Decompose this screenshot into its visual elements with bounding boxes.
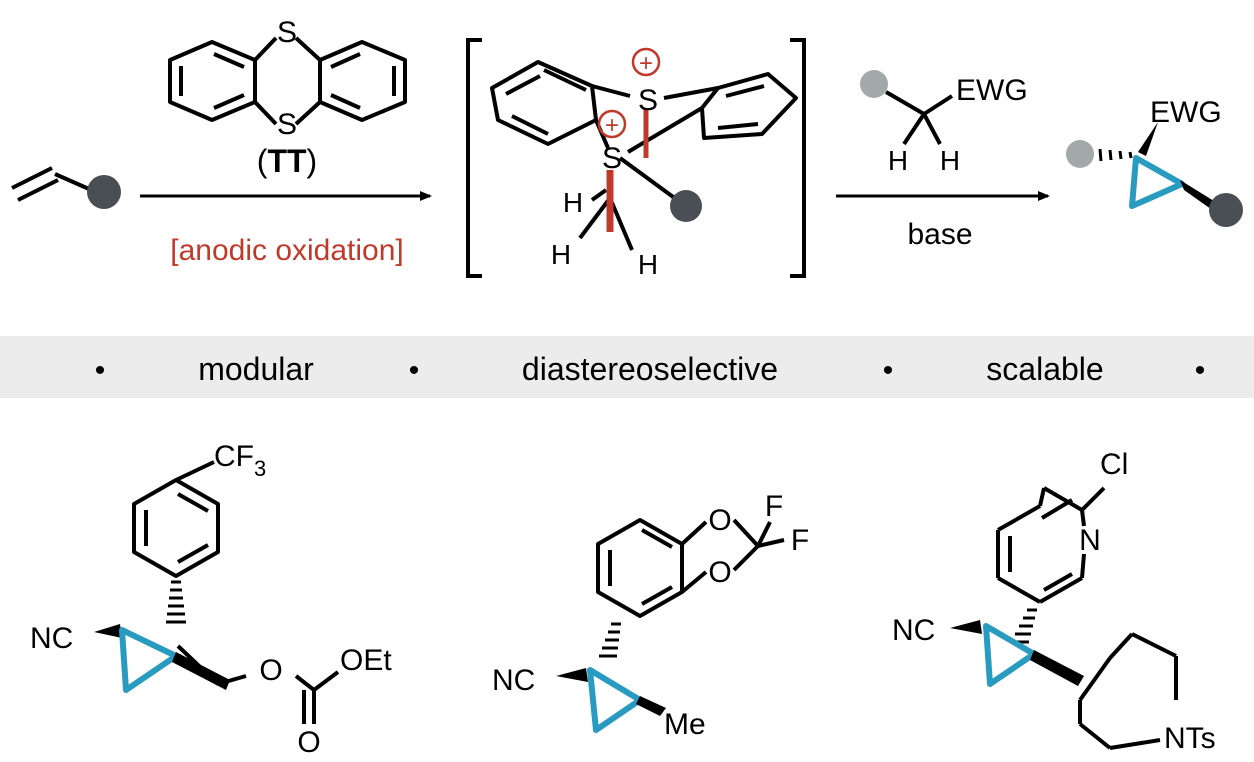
example-3-ring (983, 623, 1037, 687)
banner-bullet-1: • (95, 354, 106, 387)
example-1-cf3: CF3 (214, 440, 266, 481)
intermediate-dot (670, 190, 702, 222)
intermediate-brackets (466, 38, 806, 278)
example-2-nc-wedge (556, 668, 588, 682)
example-3-wedge (1030, 650, 1084, 686)
example-3-nts: NTs (1164, 722, 1216, 755)
product-cyclopropane-ring (1129, 155, 1185, 209)
example-3-n: N (1079, 524, 1101, 557)
example-1-oet: OEt (340, 644, 392, 677)
substituent-dot (87, 175, 121, 209)
intermediate-h-1: H (563, 187, 583, 218)
example-3-skeleton (996, 486, 1178, 750)
example-2-f-2: F (791, 524, 809, 557)
nucleophile-ewg: EWG (956, 74, 1028, 107)
reagent-label: (TT) (257, 143, 317, 179)
example-2-wedge (636, 696, 666, 716)
example-1-hash-bond (166, 580, 186, 624)
banner-bullet-4: • (1195, 354, 1206, 387)
product-ewg-wedge (1138, 122, 1158, 156)
example-2-nc: NC (492, 664, 535, 697)
feature-modular: modular (198, 351, 314, 387)
svg-text:+: + (639, 50, 653, 77)
example-2-ring (587, 667, 643, 733)
banner-bullet-2: • (409, 354, 420, 387)
condition-base: base (907, 218, 972, 251)
product-hash-bond (1098, 148, 1133, 162)
intermediate-structure (490, 60, 798, 251)
example-2-o-1: O (708, 504, 731, 537)
features-banner (0, 336, 1254, 398)
example-3-hash-bond (1011, 608, 1037, 644)
charge-plus-top: + (631, 47, 661, 77)
condition-anodic-oxidation: [anodic oxidation] (170, 234, 404, 267)
product-dark-dot (1209, 193, 1243, 227)
example-3-nc-wedge (950, 620, 982, 634)
example-2-f-1: F (765, 490, 783, 523)
example-1-wedge (172, 652, 230, 690)
nucleophile-h-2: H (940, 145, 960, 176)
nucleophile-bonds (884, 90, 954, 146)
example-2-me: Me (664, 708, 706, 741)
example-1-ester-o: O (259, 654, 282, 687)
reagent-sulfur-bottom: S (277, 108, 297, 141)
example-1-skeleton (132, 460, 340, 724)
example-1-ring (119, 627, 179, 693)
charge-plus-bottom: + (597, 109, 627, 139)
intermediate-sulfur-bottom: S (602, 142, 622, 175)
feature-scalable: scalable (986, 351, 1103, 387)
svg-text:+: + (605, 112, 619, 139)
product-light-dot (1066, 140, 1094, 168)
reagent-sulfur-top: S (277, 16, 297, 49)
starting-alkene (11, 166, 99, 202)
example-2-o-2: O (708, 556, 731, 589)
feature-diastereoselective: diastereoselective (522, 351, 778, 387)
example-1-nc-wedge (94, 624, 122, 638)
thianthrene-structure (168, 36, 407, 126)
product-ewg: EWG (1150, 96, 1222, 129)
intermediate-sulfur-top: S (638, 84, 658, 117)
intermediate-h-2: H (551, 239, 571, 270)
banner-bullet-3: • (883, 354, 894, 387)
example-3-nc: NC (892, 614, 935, 647)
intermediate-h-3: H (638, 249, 658, 280)
nucleophile-dot (860, 70, 888, 98)
example-3-cl: Cl (1100, 448, 1128, 481)
example-2-hash-bond (599, 622, 621, 658)
example-1-nc: NC (30, 622, 73, 655)
example-1-carbonyl-o: O (297, 726, 320, 759)
nucleophile-h-1: H (888, 145, 908, 176)
example-2-skeleton (596, 518, 785, 618)
